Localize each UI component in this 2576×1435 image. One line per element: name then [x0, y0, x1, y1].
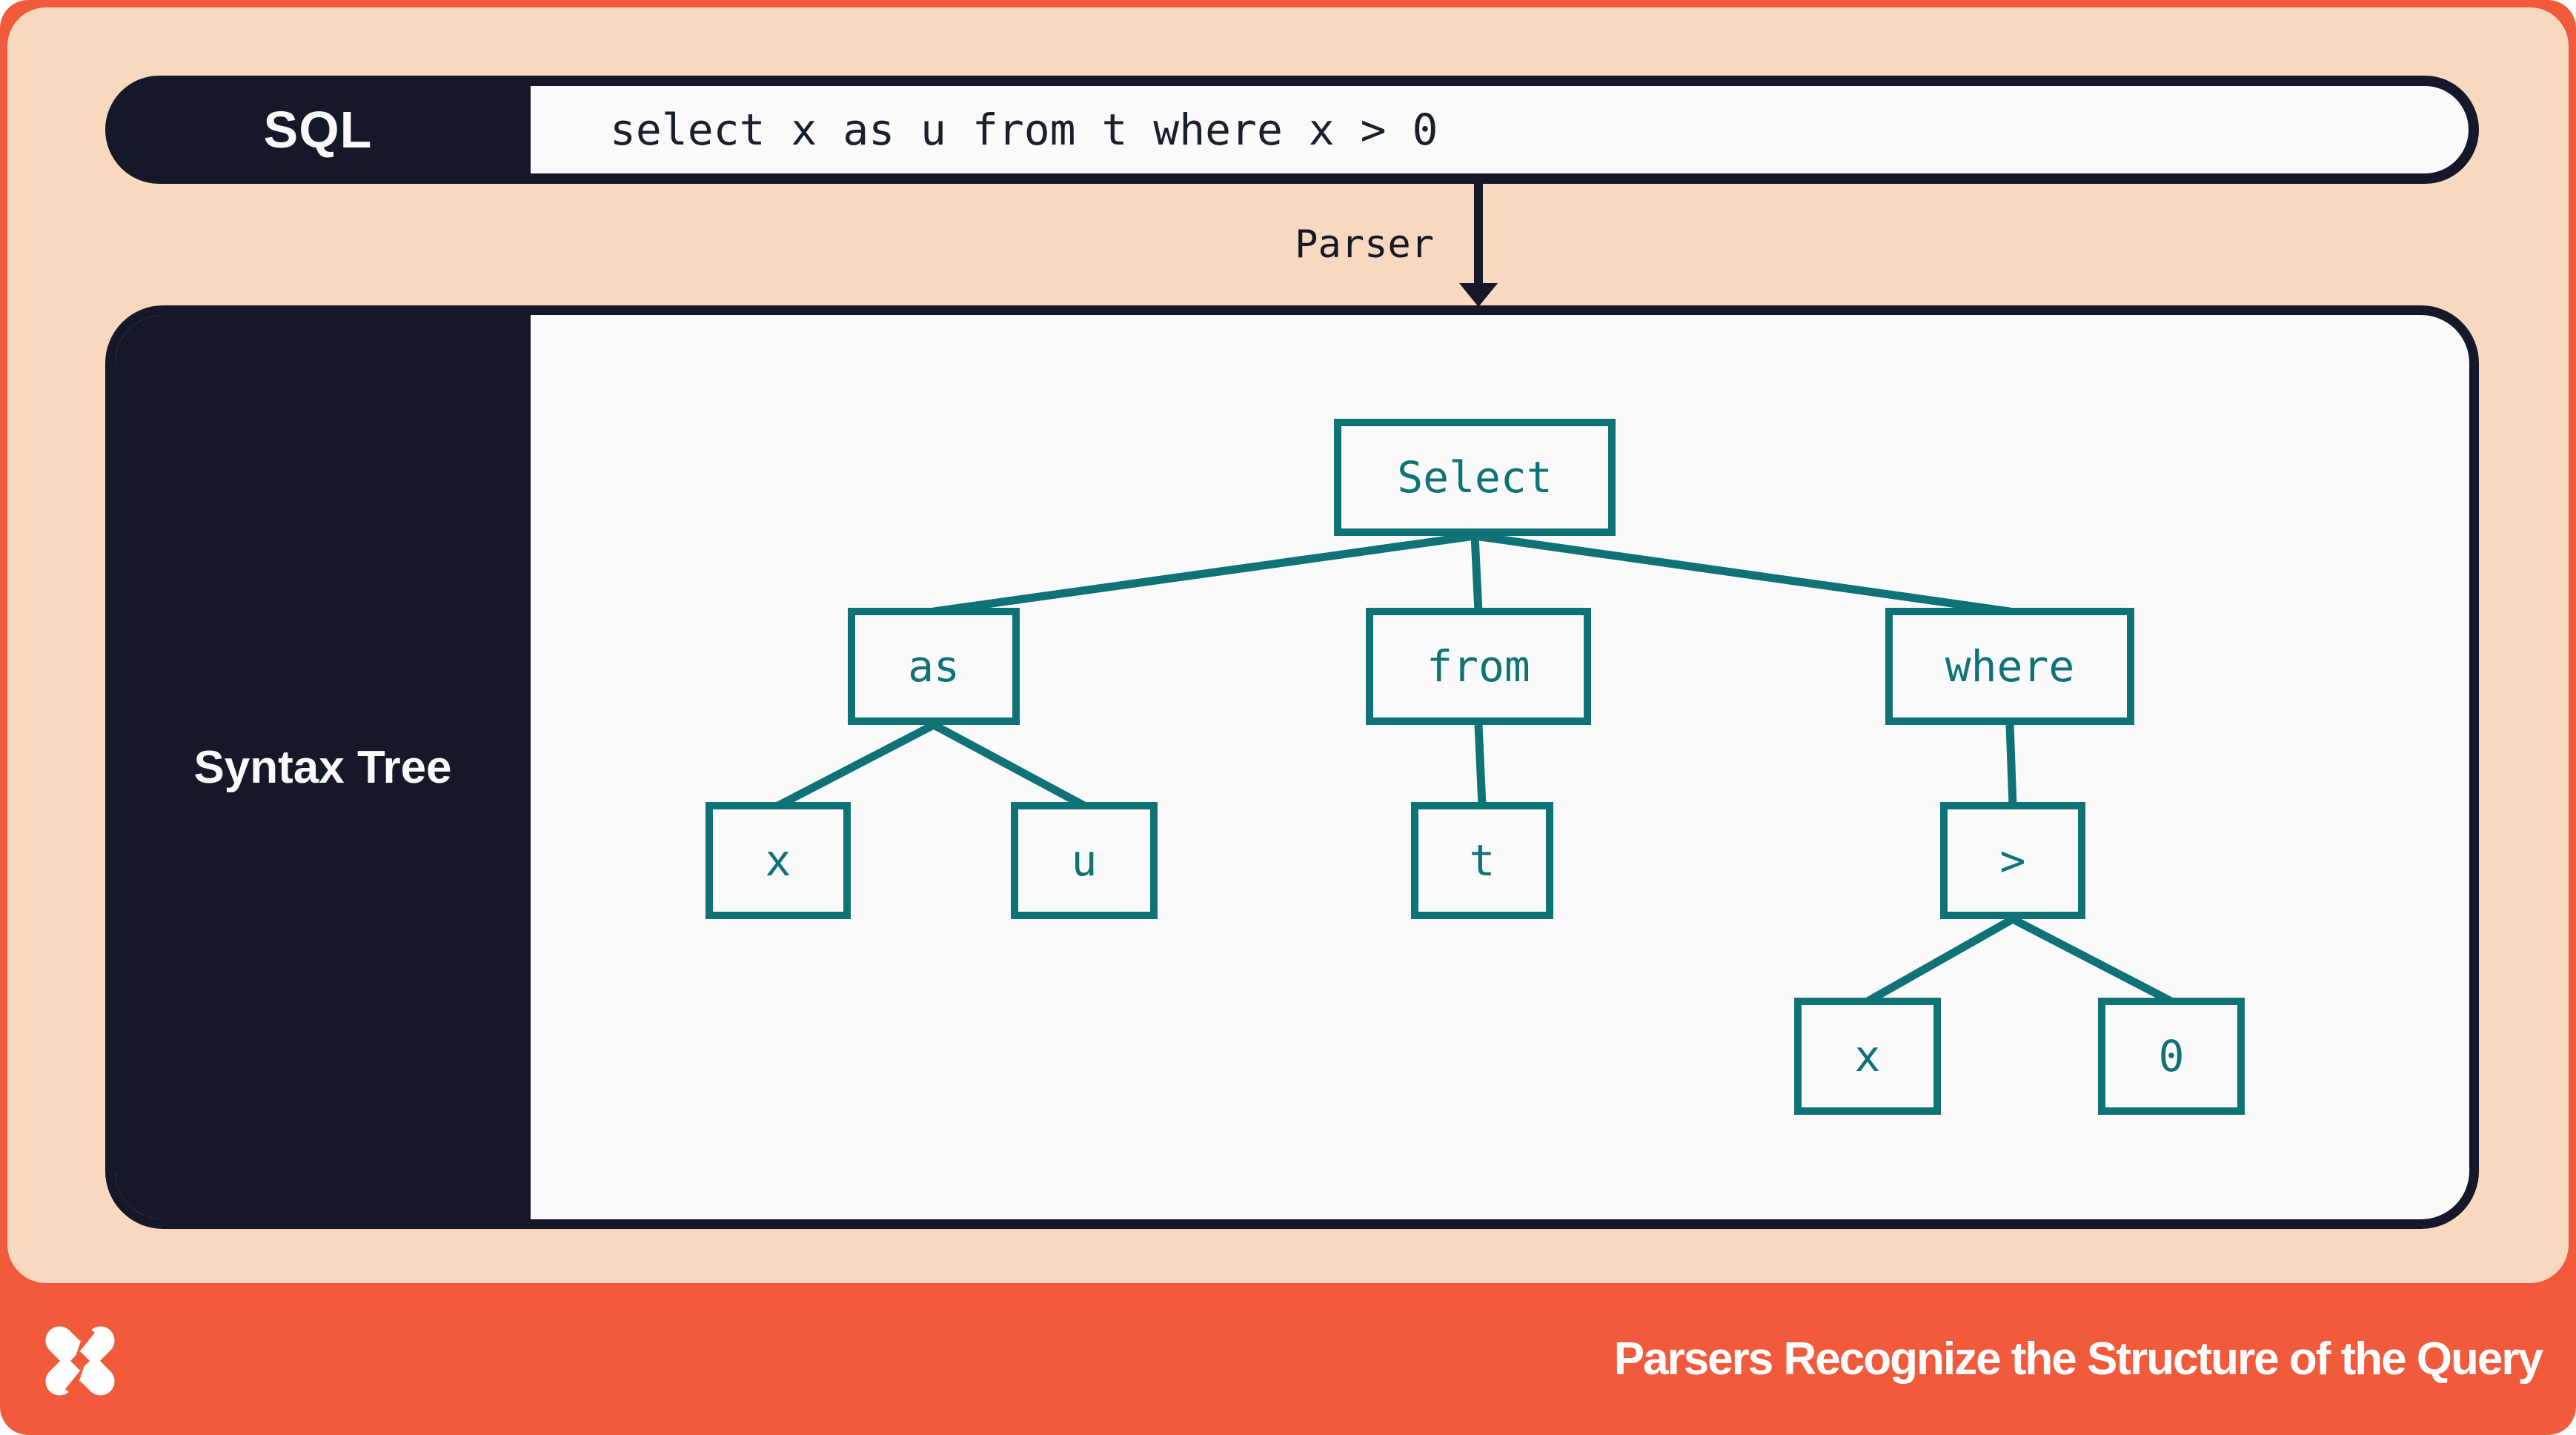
tree-node-x-operand: x [1794, 998, 1941, 1115]
tree-node-x-alias: x [706, 802, 851, 919]
tree-node-where: where [1885, 608, 2134, 725]
dolt-logo-icon [45, 1325, 115, 1396]
syntax-tree-diagram: Select as from where x u t > x 0 [115, 315, 2469, 1219]
parser-label: Parser [1295, 222, 1434, 267]
footer-bar: Parsers Recognize the Structure of the Q… [0, 1283, 2576, 1435]
sql-bar-label-section: SQL [105, 76, 531, 184]
sql-bar: SQL select x as u from t where x > 0 [105, 76, 2479, 184]
footer-title: Parsers Recognize the Structure of the Q… [1613, 1333, 2543, 1385]
tree-node-u: u [1011, 802, 1158, 919]
sql-query-text: select x as u from t where x > 0 [610, 105, 1438, 155]
tree-node-t: t [1411, 802, 1553, 919]
tree-node-as: as [848, 608, 1020, 725]
tree-node-select: Select [1334, 419, 1616, 536]
syntax-tree-panel: Syntax Tree Select as from where [105, 305, 2479, 1229]
parser-arrow-icon [1459, 184, 1498, 307]
syntax-tree-label: Syntax Tree [193, 741, 452, 793]
tree-node-greater-than: > [1940, 802, 2085, 919]
tree-edges [776, 531, 2174, 1005]
sql-query-section: select x as u from t where x > 0 [531, 86, 2469, 173]
tree-node-from: from [1366, 608, 1591, 725]
tree-node-zero: 0 [2098, 998, 2245, 1115]
syntax-tree-label-section: Syntax Tree [115, 315, 531, 1219]
sql-bar-label: SQL [263, 101, 373, 159]
